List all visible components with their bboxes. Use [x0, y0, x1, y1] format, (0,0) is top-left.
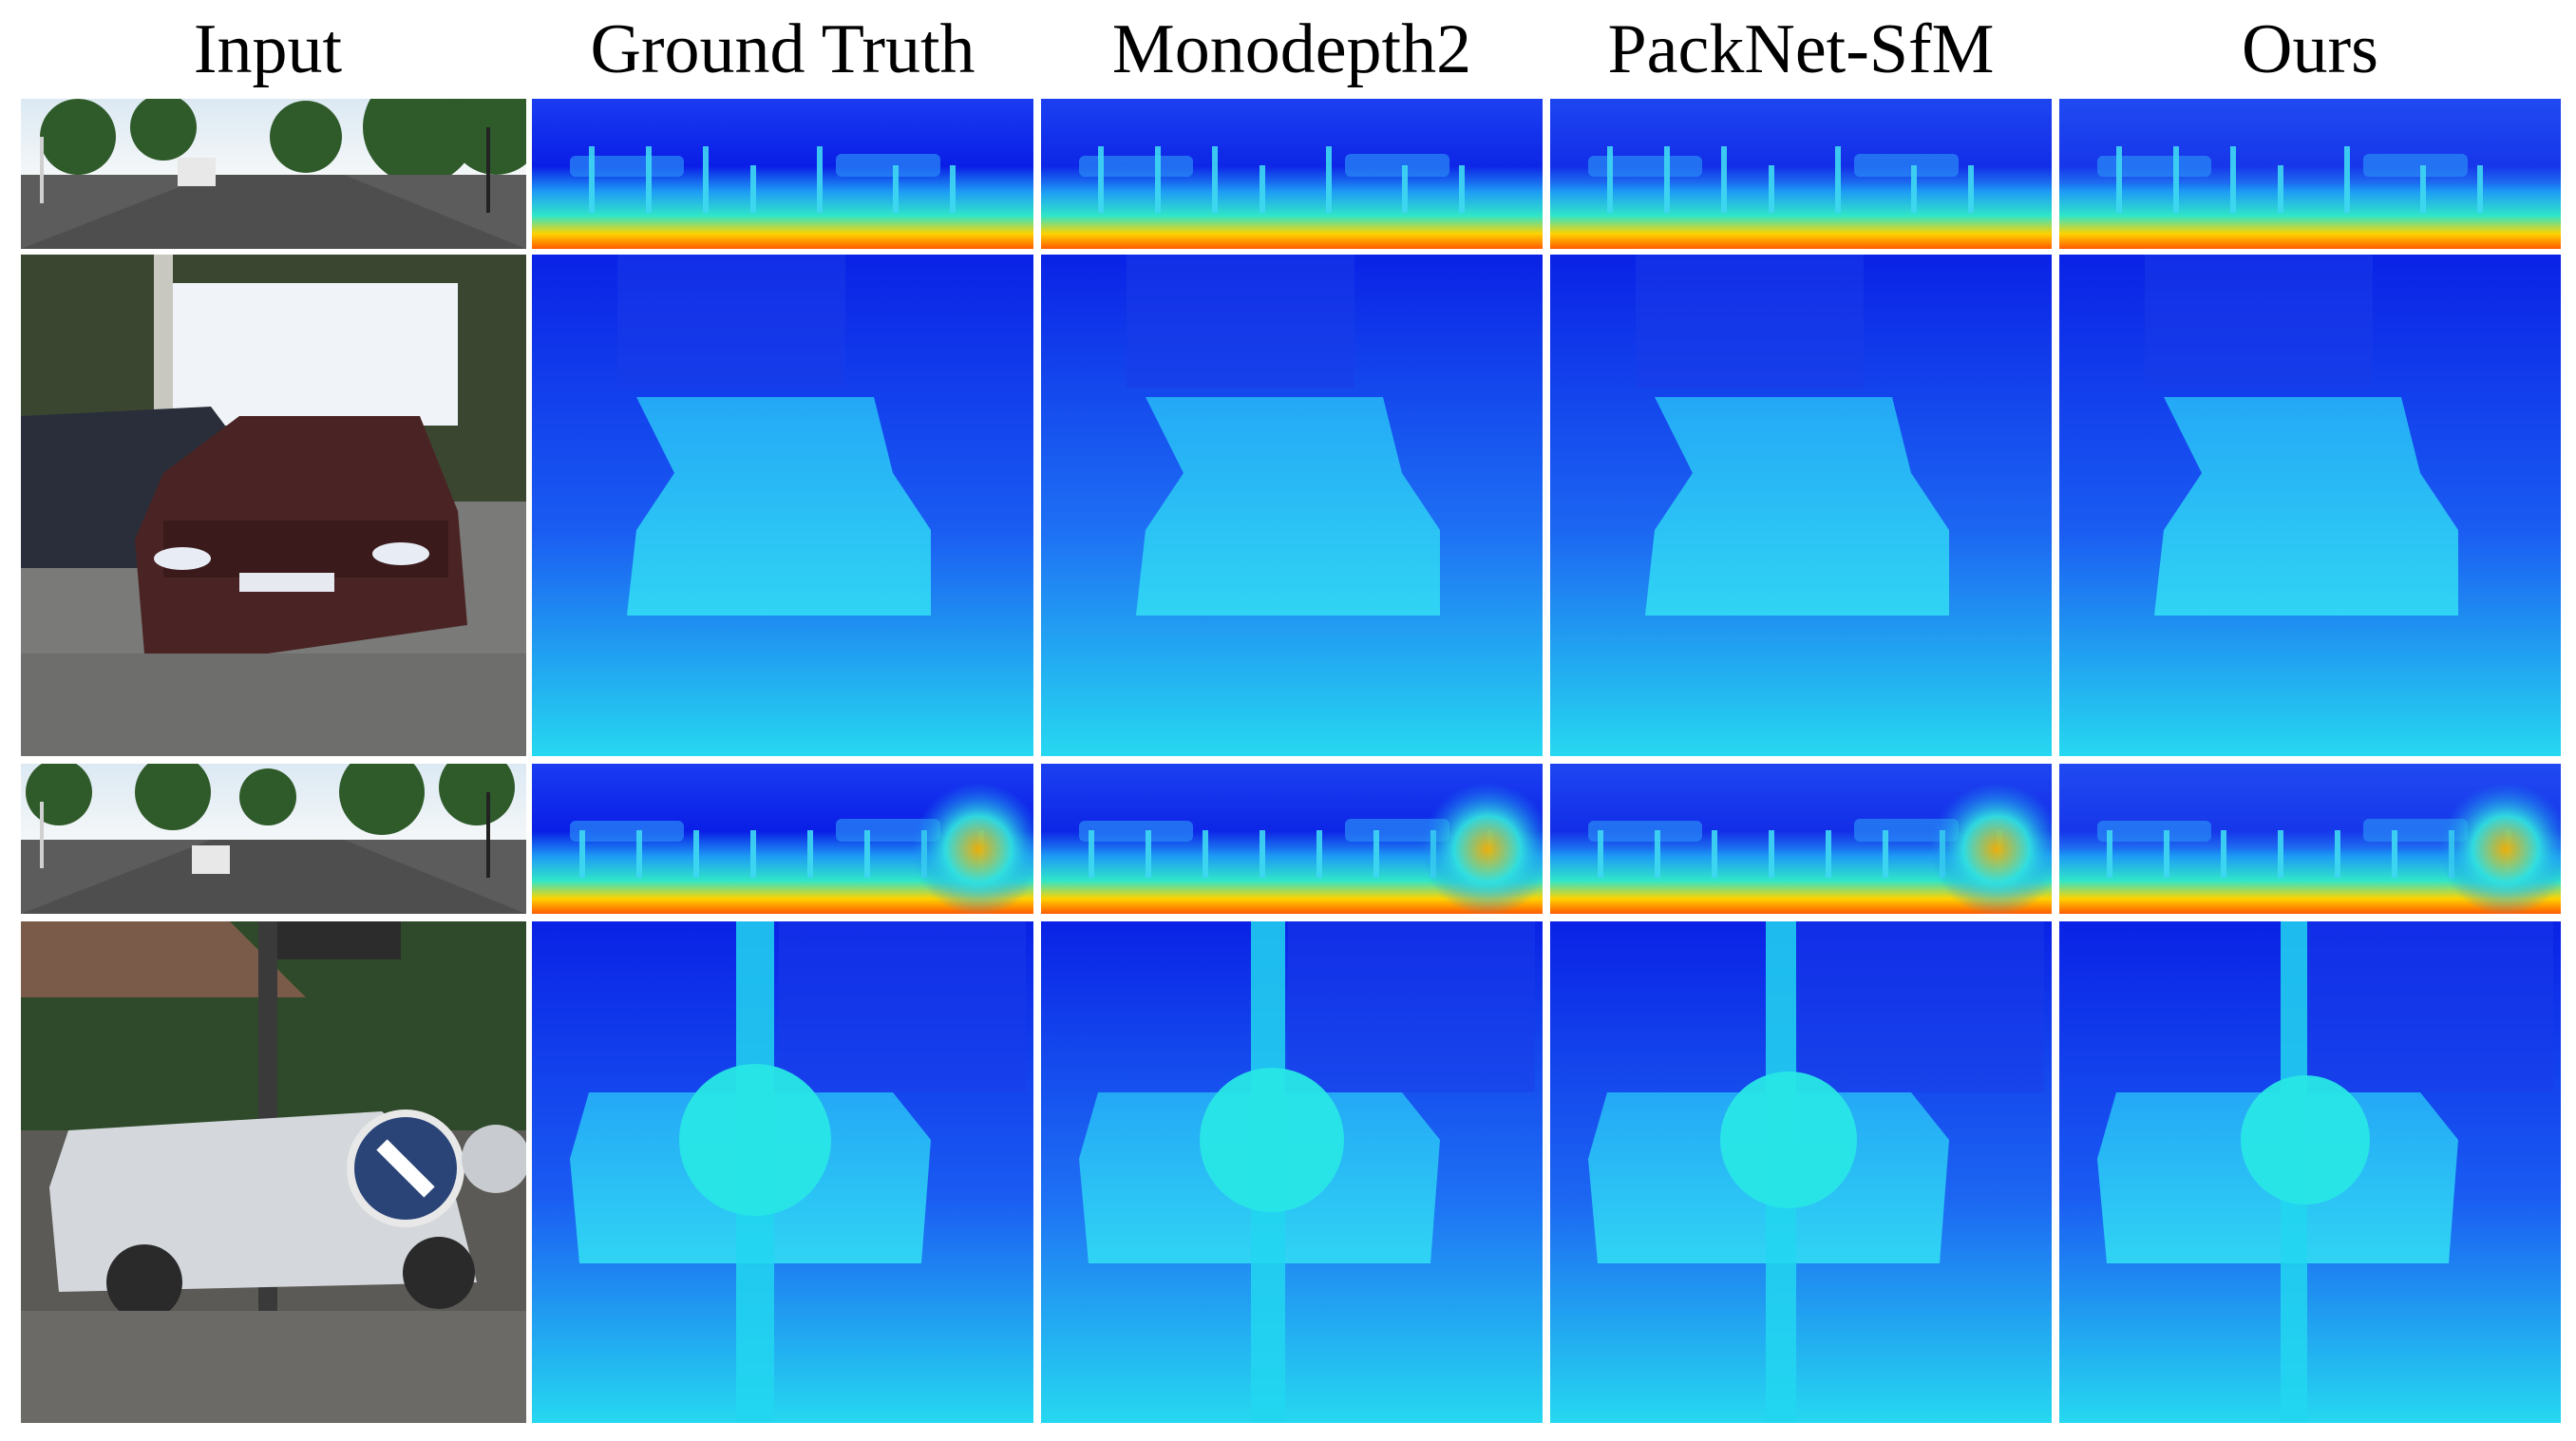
ours-row1-image — [2059, 99, 2561, 249]
monodepth2-row2-image — [1041, 255, 1543, 756]
input-row1-image — [21, 99, 526, 249]
input-row4-image — [21, 921, 526, 1423]
column-header-ground-truth: Ground Truth — [590, 9, 975, 88]
column-header-packnet-sfm: PackNet-SfM — [1607, 9, 1995, 88]
column-header-monodepth2: Monodepth2 — [1111, 9, 1472, 88]
ours-row2-image — [2059, 255, 2561, 756]
ground-truth-row3-image — [532, 764, 1033, 914]
ground-truth-row4-image — [532, 921, 1033, 1423]
monodepth2-row1-image — [1041, 99, 1543, 249]
input-row3-image — [21, 764, 526, 914]
ours-row3-image — [2059, 764, 2561, 914]
column-header-ours: Ours — [2242, 9, 2378, 88]
input-row2-image — [21, 255, 526, 756]
column-header-input: Input — [193, 9, 343, 88]
packnet-sfm-row4-image — [1550, 921, 2052, 1423]
ours-row4-image — [2059, 921, 2561, 1423]
packnet-sfm-row2-image — [1550, 255, 2052, 756]
ground-truth-row2-image — [532, 255, 1033, 756]
packnet-sfm-row1-image — [1550, 99, 2052, 249]
packnet-sfm-row3-image — [1550, 764, 2052, 914]
ground-truth-row1-image — [532, 99, 1033, 249]
monodepth2-row3-image — [1041, 764, 1543, 914]
monodepth2-row4-image — [1041, 921, 1543, 1423]
